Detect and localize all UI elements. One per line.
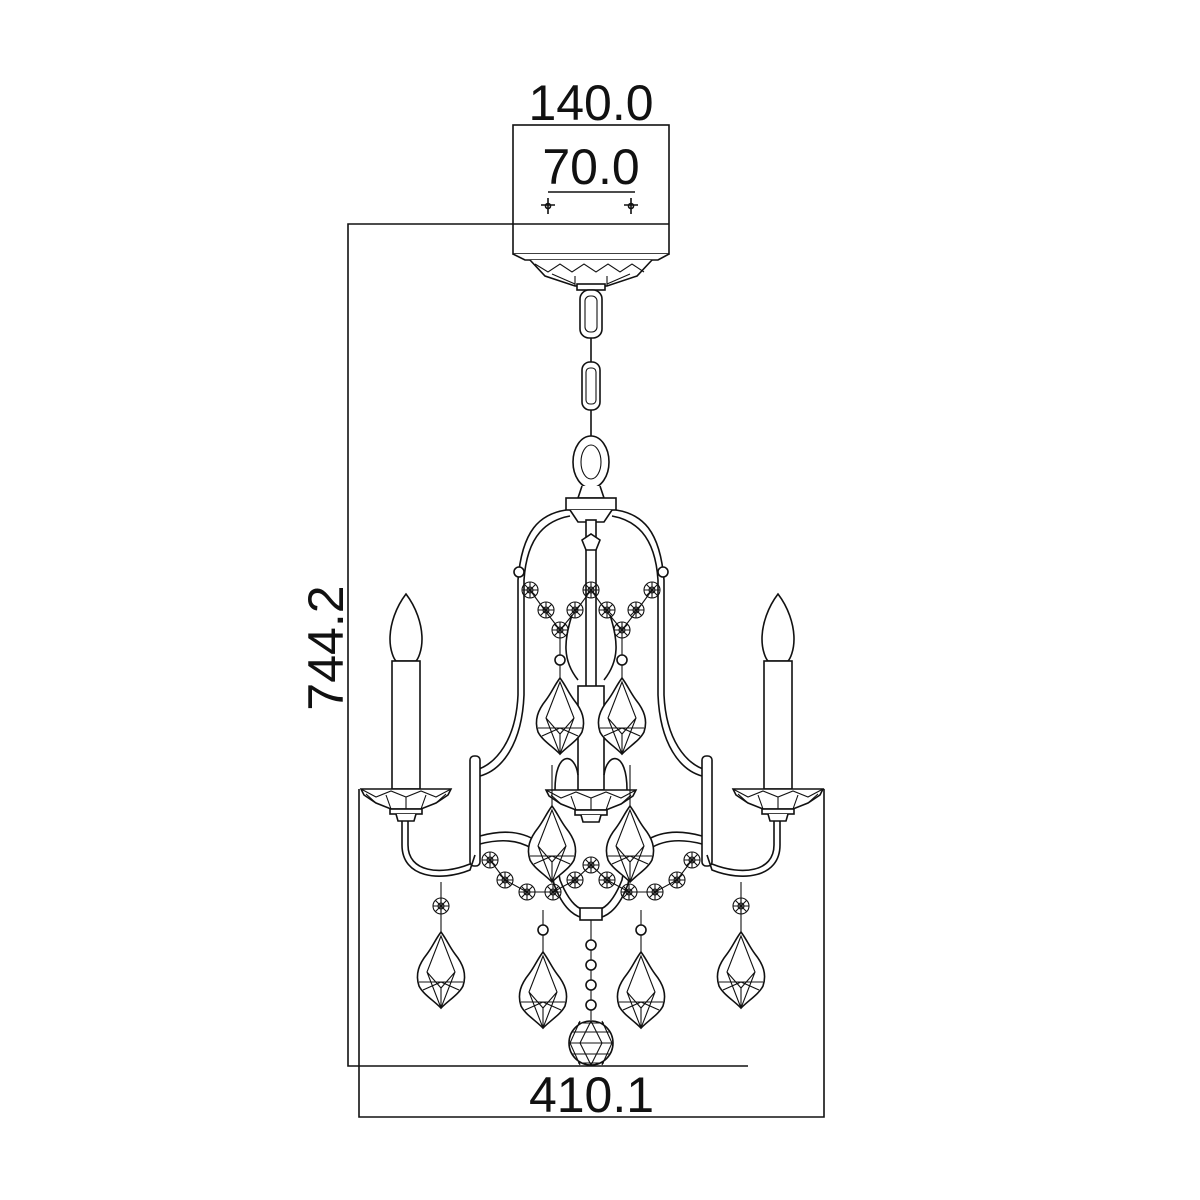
mount-spacing-label: 70.0: [542, 139, 640, 195]
mid-drops: [551, 765, 631, 808]
height-dimension-line: [347, 223, 748, 1067]
right-drop: [716, 882, 766, 1009]
suspension-chain: [565, 289, 617, 523]
left-candle: [360, 593, 452, 822]
crystal-ball: [568, 920, 614, 1067]
mid-right-drop: [605, 805, 655, 883]
overall-width-label: 410.1: [528, 1067, 655, 1123]
left-drop: [416, 882, 466, 1009]
width-dimension-line: [358, 789, 825, 1118]
upper-left-drop: [535, 677, 585, 755]
right-candle: [732, 593, 824, 822]
ceiling-canopy: [512, 124, 670, 291]
overall-height-label: 744.2: [298, 585, 354, 711]
upper-swags: [521, 581, 661, 680]
upper-frame: [475, 509, 707, 801]
mid-left-drop: [527, 805, 577, 883]
canopy-width-label: 140.0: [528, 75, 654, 131]
lower-swags: [481, 851, 701, 901]
inner-left-drop: [518, 910, 568, 1029]
inner-right-drop: [616, 910, 666, 1029]
upper-right-drop: [597, 677, 647, 755]
side-posts: [469, 755, 713, 867]
center-candle: [545, 685, 637, 823]
